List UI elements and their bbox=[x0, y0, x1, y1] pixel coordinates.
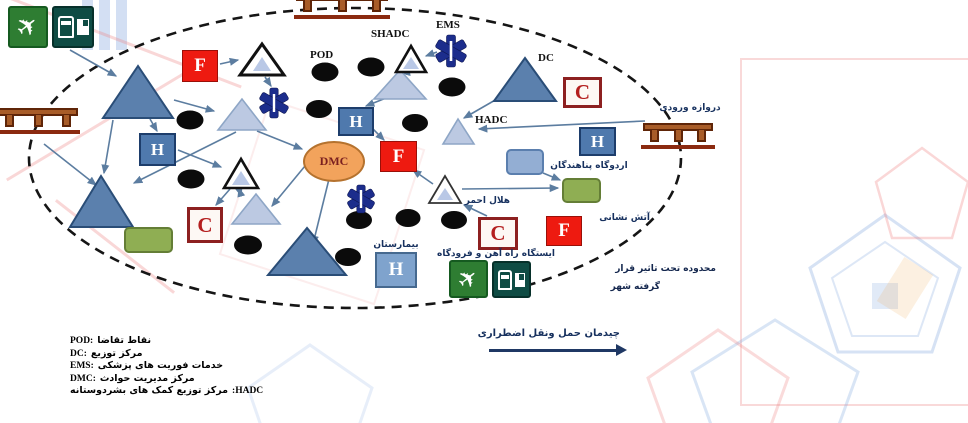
star-of-life-icon bbox=[259, 34, 467, 214]
legend-text: نقاط تقاضا bbox=[97, 335, 152, 346]
airport-tile: ✈ bbox=[449, 260, 488, 298]
dc-triangle bbox=[492, 56, 558, 102]
bridge-gate-icon bbox=[0, 108, 80, 134]
fire-station-node: F bbox=[546, 216, 582, 246]
legend-text: خدمات فوریت های پزشکی bbox=[97, 360, 224, 371]
node-letter: F bbox=[392, 145, 405, 167]
aid-triangle bbox=[230, 192, 282, 225]
fire-station-node: F bbox=[182, 50, 218, 82]
ems-label: EMS bbox=[436, 19, 460, 31]
camp-green-node bbox=[124, 227, 173, 253]
node-letter: F bbox=[558, 220, 570, 241]
hospital-node: H bbox=[139, 133, 176, 166]
hadc-triangle bbox=[441, 117, 476, 145]
red-crescent-node: C bbox=[563, 77, 602, 108]
legend-text: مرکز توزیع bbox=[90, 347, 143, 359]
camp-blue-node bbox=[506, 149, 544, 175]
bridge-gate-icon bbox=[641, 123, 715, 149]
dc-label: DC bbox=[538, 52, 554, 64]
station-building-icon bbox=[76, 19, 89, 35]
legend-acronym: POD: bbox=[70, 336, 94, 346]
red-crescent-node: C bbox=[478, 217, 518, 250]
railway-station-tile bbox=[492, 261, 531, 298]
refugee-camp-label: اردوگاه پناهندگان bbox=[550, 161, 628, 171]
distribution-triangle bbox=[68, 174, 135, 228]
node-letter: H bbox=[349, 111, 363, 131]
legend: POD: نقاط تقاضا DC: مرکز توزیع EMS: خدما… bbox=[70, 335, 263, 398]
bridge-gate-icon bbox=[294, 0, 390, 19]
legend-acronym: :HADC bbox=[232, 386, 264, 396]
airport-tile: ✈ bbox=[8, 6, 48, 48]
node-letter: F bbox=[194, 55, 206, 76]
legend-acronym: DC: bbox=[70, 348, 87, 359]
transport-direction-arrow bbox=[489, 344, 627, 356]
hospital-node: H bbox=[375, 252, 417, 288]
node-letter: H bbox=[388, 259, 404, 280]
pod-label: POD bbox=[310, 49, 334, 61]
airplane-icon: ✈ bbox=[10, 8, 46, 46]
affected-area-label-line2: گرفته شهر bbox=[610, 282, 660, 292]
railway-station-tile bbox=[52, 6, 94, 48]
aid-triangle bbox=[372, 68, 428, 100]
hospital-node: H bbox=[579, 127, 616, 156]
shadc-triangle bbox=[221, 41, 463, 204]
legend-row: POD: نقاط تقاضا bbox=[70, 335, 263, 346]
node-letter: H bbox=[590, 131, 605, 151]
fire-station-label: آتش نشانی bbox=[599, 213, 650, 223]
node-letter: H bbox=[150, 139, 165, 159]
crescent-icon: C bbox=[490, 221, 506, 245]
crescent-icon: C bbox=[574, 80, 591, 104]
hadc-label: HADC bbox=[475, 114, 508, 126]
affected-area-boundary bbox=[27, 6, 683, 310]
red-crescent-node: C bbox=[187, 207, 223, 243]
shadc-label: SHADC bbox=[371, 28, 410, 40]
hospital-node: H bbox=[338, 107, 374, 136]
train-icon bbox=[498, 269, 512, 290]
distribution-triangle bbox=[265, 226, 349, 276]
legend-row: DC: مرکز توزیع bbox=[70, 348, 263, 359]
legend-text: مرکز توزیع کمک های بشردوستانه bbox=[70, 385, 229, 396]
legend-text: مرکز مدیریت حوادث bbox=[99, 372, 195, 384]
node-letter: DMC bbox=[319, 154, 349, 168]
rail-airport-label: ایستگاه راه آهن و فرودگاه bbox=[437, 249, 555, 259]
crescent-icon: C bbox=[197, 212, 213, 237]
airplane-icon: ✈ bbox=[451, 261, 486, 297]
refugee-camp-node bbox=[562, 178, 601, 203]
fire-station-node: F bbox=[380, 141, 417, 172]
legend-row: DMC: مرکز مدیریت حوادث bbox=[70, 373, 263, 384]
entrance-gate-label: دروازه ورودی bbox=[659, 103, 721, 113]
red-crescent-label: هلال احمر bbox=[464, 196, 510, 206]
aid-triangle bbox=[216, 97, 268, 131]
legend-acronym: EMS: bbox=[70, 361, 94, 371]
flow-arrows bbox=[43, 49, 646, 246]
legend-row: EMS: خدمات فوریت های پزشکی bbox=[70, 360, 263, 371]
train-icon bbox=[57, 16, 74, 38]
pod-demand-point bbox=[176, 57, 467, 266]
legend-acronym: DMC: bbox=[70, 373, 96, 384]
station-building-icon bbox=[515, 272, 525, 287]
transport-arrow-label: چیدمان حمل ونقل اضطراری bbox=[477, 328, 620, 339]
dmc-node: DMC bbox=[303, 141, 365, 182]
distribution-triangle bbox=[101, 64, 175, 119]
legend-row: مرکز توزیع کمک های بشردوستانه :HADC bbox=[70, 385, 263, 396]
affected-area-label-line1: محدوده تحت تاثیر قرار bbox=[615, 264, 716, 274]
hospital-label: بیمارستان bbox=[373, 240, 419, 250]
